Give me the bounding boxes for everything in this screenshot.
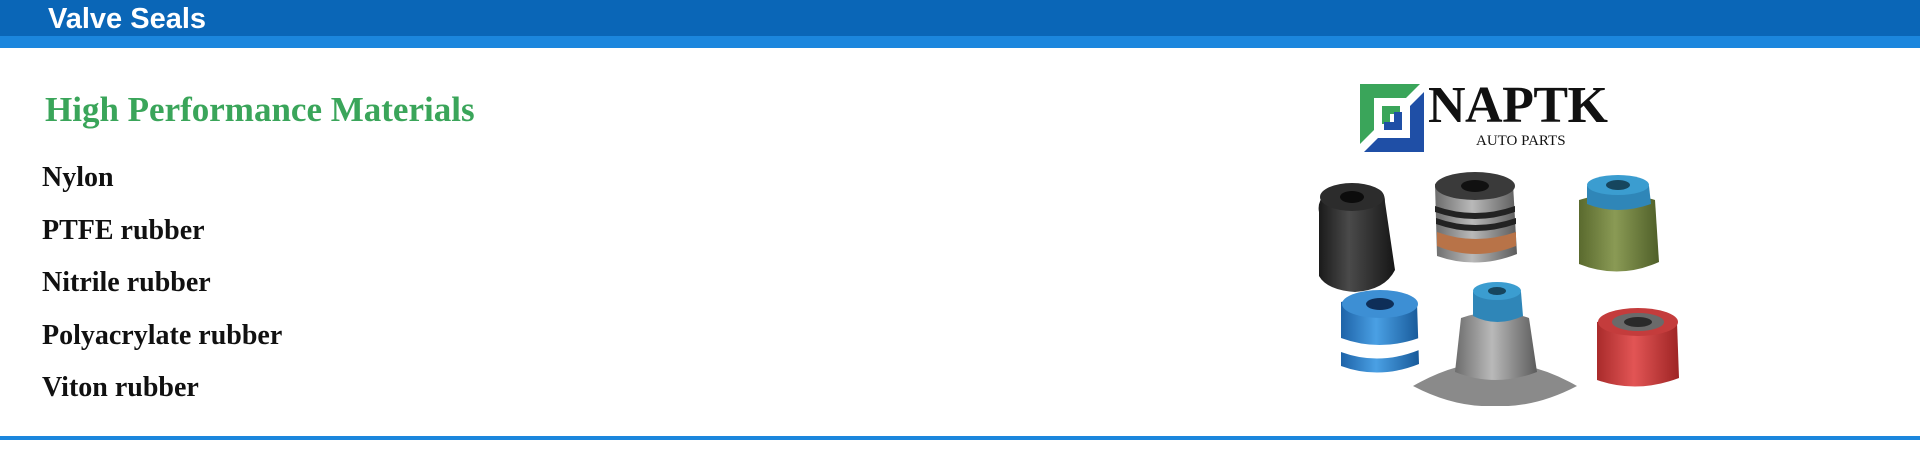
materials-list: Nylon PTFE rubber Nitrile rubber Polyacr… — [42, 158, 282, 421]
page-title: Valve Seals — [48, 3, 207, 35]
material-item-polyacrylate: Polyacrylate rubber — [42, 319, 283, 351]
bottom-divider — [0, 436, 1920, 440]
material-item-nitrile: Nitrile rubber — [42, 267, 211, 298]
header-bar: Valve Seals — [0, 0, 1920, 36]
header-stripe — [0, 36, 1920, 48]
material-item-ptfe: PTFE rubber — [42, 214, 205, 246]
brand-name: NAPTK — [1428, 77, 1608, 134]
brand-logo: NAPTK AUTO PARTS — [1360, 78, 1620, 154]
material-item-nylon: Nylon — [42, 162, 114, 193]
brand-tagline: AUTO PARTS — [1476, 133, 1566, 149]
section-heading: High Performance Materials — [45, 90, 475, 129]
material-item-viton: Viton rubber — [42, 372, 199, 403]
naptk-logo-icon — [1360, 84, 1424, 152]
valve-seals-photo — [1318, 172, 1679, 406]
